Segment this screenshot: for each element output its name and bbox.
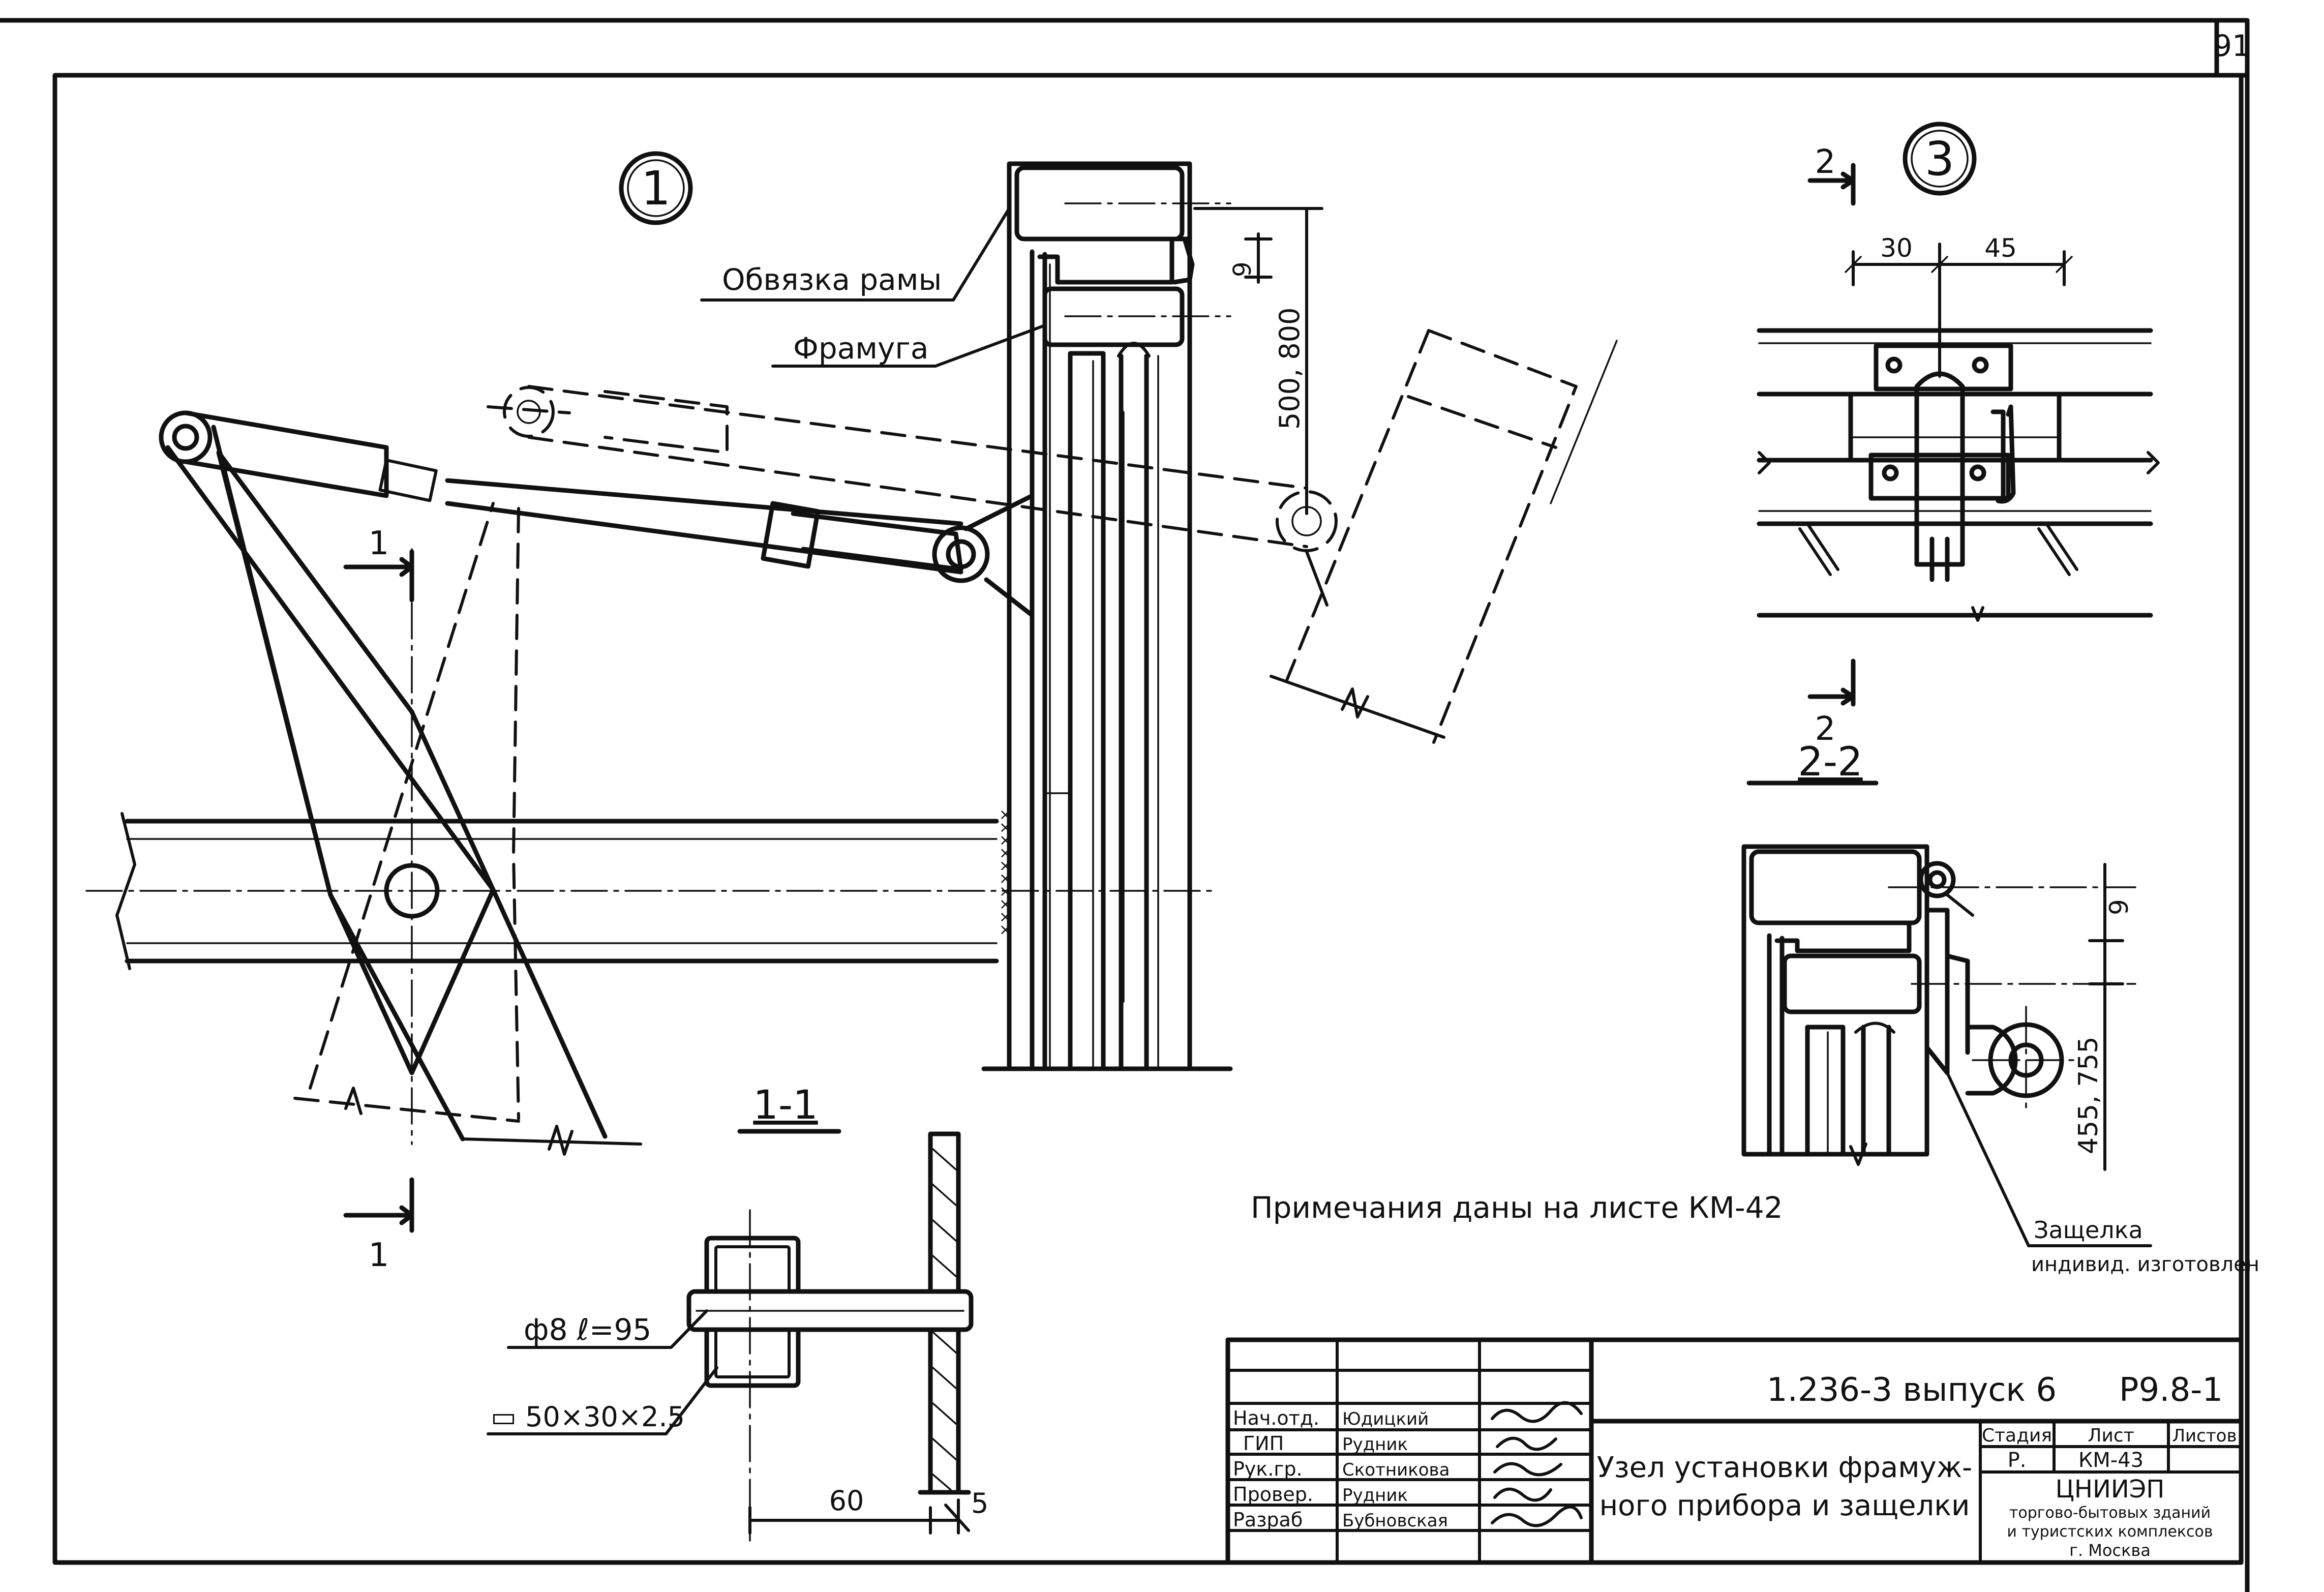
document-code: 1.236-3 выпуск 6 bbox=[1767, 1371, 2057, 1409]
signature-mark-5 bbox=[1491, 1505, 1583, 1527]
stage-value: Р. bbox=[2008, 1449, 2027, 1472]
org-line1: ЦНИИЭП bbox=[2056, 1475, 2165, 1504]
callout-latch-line2: индивид. изготовлен bbox=[2031, 1253, 2259, 1276]
callout-transom: Фрамуга bbox=[793, 331, 928, 366]
signature-name-3: Скотникова bbox=[1342, 1460, 1450, 1480]
section-2-2-drawing bbox=[1741, 780, 2152, 1247]
callout-tube: ▭ 50×30×2.5 bbox=[491, 1401, 685, 1433]
dim-9-right: 9 bbox=[2104, 899, 2134, 915]
section-1-1-drawing bbox=[487, 1129, 974, 1542]
callout-latch-line1: Защелка bbox=[2034, 1216, 2143, 1244]
org-line3: и туристских комплексов bbox=[2007, 1523, 2213, 1541]
dim-vertical-500-800: 500, 800 bbox=[1274, 308, 1306, 430]
signature-mark-1 bbox=[1491, 1401, 1583, 1423]
drawing-title-line1: Узел установки фрамуж- bbox=[1597, 1451, 1973, 1484]
signature-mark-2 bbox=[1496, 1436, 1557, 1451]
signature-name-2: Рудник bbox=[1342, 1434, 1408, 1455]
dim-5: 5 bbox=[971, 1487, 988, 1519]
sheet-code: Р9.8-1 bbox=[2119, 1371, 2223, 1409]
notes-text: Примечания даны на листе КМ-42 bbox=[1251, 1190, 1783, 1225]
title-block-grid bbox=[1225, 1337, 2244, 1565]
callout-frame-binding: Обвязка рамы bbox=[722, 262, 942, 297]
signature-name-5: Бубновская bbox=[1342, 1511, 1448, 1531]
node-3-drawing bbox=[1757, 122, 2160, 707]
sheet-value: КМ-43 bbox=[2078, 1449, 2144, 1472]
signature-role-3: Рук.гр. bbox=[1233, 1458, 1303, 1480]
org-line2: торгово-бытовых зданий bbox=[2009, 1504, 2211, 1522]
section-2-2-title: 2-2 bbox=[1798, 739, 1862, 785]
signature-name-4: Рудник bbox=[1342, 1485, 1408, 1506]
node-1-drawing: ×××××××××× bbox=[85, 151, 1618, 1233]
signature-role-2: ГИП bbox=[1243, 1432, 1284, 1455]
dim-60: 60 bbox=[829, 1485, 864, 1517]
node-1-label: 1 bbox=[641, 161, 671, 216]
signature-mark-3 bbox=[1493, 1462, 1562, 1477]
cut-mark-2-top: 2 bbox=[1815, 143, 1836, 181]
section-1-1-title: 1-1 bbox=[753, 1083, 818, 1128]
signature-name-1: Юдицкий bbox=[1342, 1409, 1429, 1429]
sheet-header: Лист bbox=[2088, 1425, 2134, 1446]
signature-role-4: Провер. bbox=[1233, 1483, 1313, 1506]
stage-header: Стадия bbox=[1982, 1425, 2052, 1446]
dim-9-top: 9 bbox=[1228, 261, 1257, 277]
page-number: 91 bbox=[2213, 28, 2251, 63]
signature-rows: Нач.отд. Юдицкий ГИП Рудник Рук.гр. Скот… bbox=[1233, 1401, 1583, 1531]
drawing-title-line2: ного прибора и защелки bbox=[1599, 1489, 1970, 1522]
sheet-frame bbox=[0, 18, 2250, 1592]
callout-pin: ф8 ℓ=95 bbox=[524, 1312, 651, 1347]
cut-mark-1-top: 1 bbox=[369, 525, 389, 562]
signature-role-1: Нач.отд. bbox=[1233, 1407, 1319, 1429]
cut-mark-2-bottom: 2 bbox=[1815, 710, 1836, 748]
dim-45: 45 bbox=[1984, 233, 2017, 263]
dim-30: 30 bbox=[1880, 233, 1913, 263]
signature-role-5: Разраб bbox=[1233, 1509, 1303, 1531]
sheets-header: Листов bbox=[2172, 1426, 2237, 1446]
weld-marks: ×××××××××× bbox=[997, 808, 1014, 936]
signature-mark-4 bbox=[1493, 1487, 1552, 1502]
cut-mark-1-bottom: 1 bbox=[369, 1237, 389, 1274]
dim-vertical-455-755: 455, 755 bbox=[2073, 1036, 2104, 1154]
org-line4: г. Москва bbox=[2069, 1541, 2151, 1560]
node-3-label: 3 bbox=[1925, 132, 1955, 186]
